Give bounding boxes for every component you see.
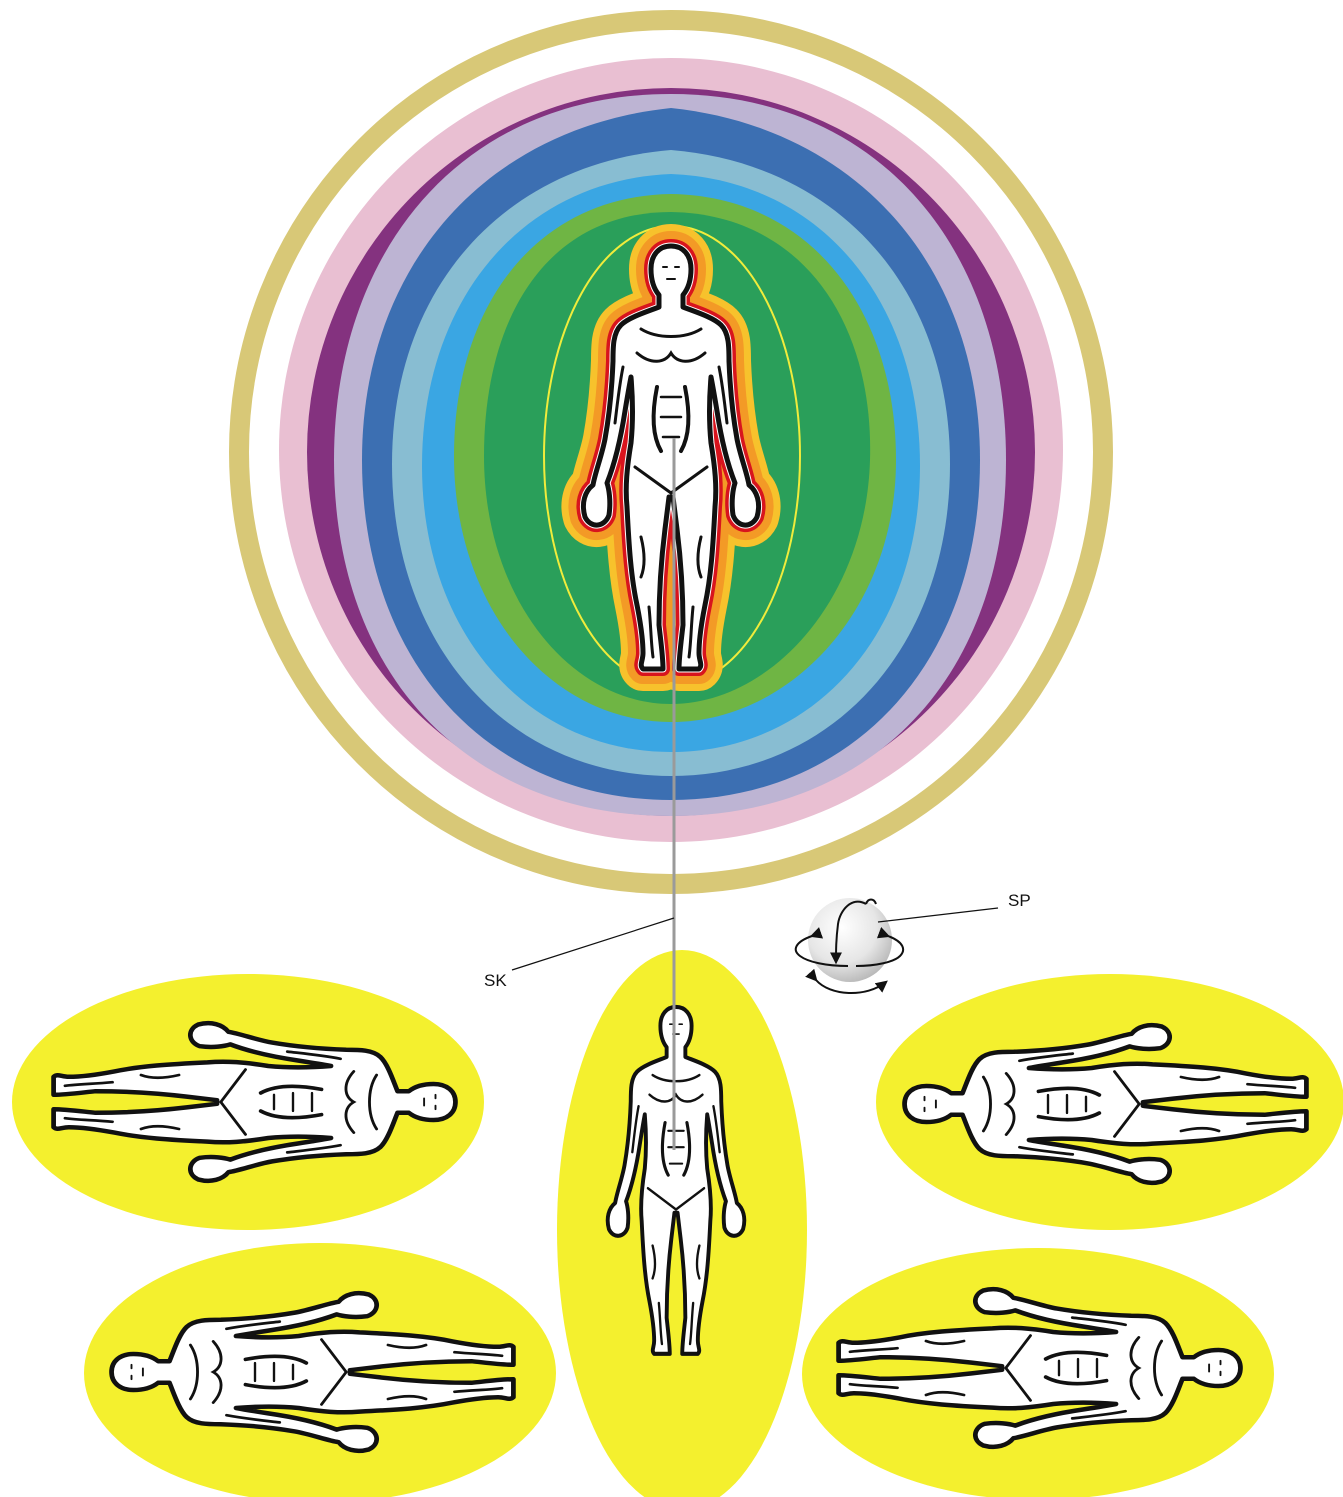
sp-label: SP — [1008, 891, 1031, 910]
rotating-sphere-icon — [796, 898, 903, 993]
small-auras — [12, 950, 1343, 1497]
sp-leader-line — [878, 908, 998, 922]
sk-label: SK — [484, 971, 507, 990]
